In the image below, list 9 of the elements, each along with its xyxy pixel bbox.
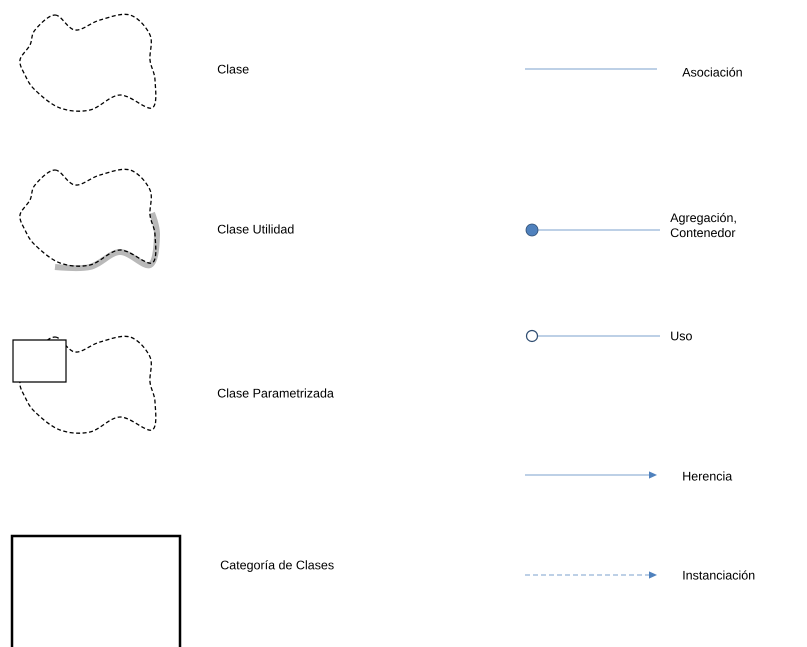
legend-text: Agregación, Contenedor [670,212,736,238]
legend-text: Instanciación [683,570,754,580]
legend-text: Clase [218,64,249,74]
legend-text: Herencia [683,471,732,481]
legend-text: Categoría de Clases [220,560,334,572]
legend-text: Asociación [682,67,742,77]
legend-text: Clase Parametrizada [218,388,334,398]
legend-text: Uso [671,332,692,340]
legend-text: Clase Utilidad [218,224,294,234]
